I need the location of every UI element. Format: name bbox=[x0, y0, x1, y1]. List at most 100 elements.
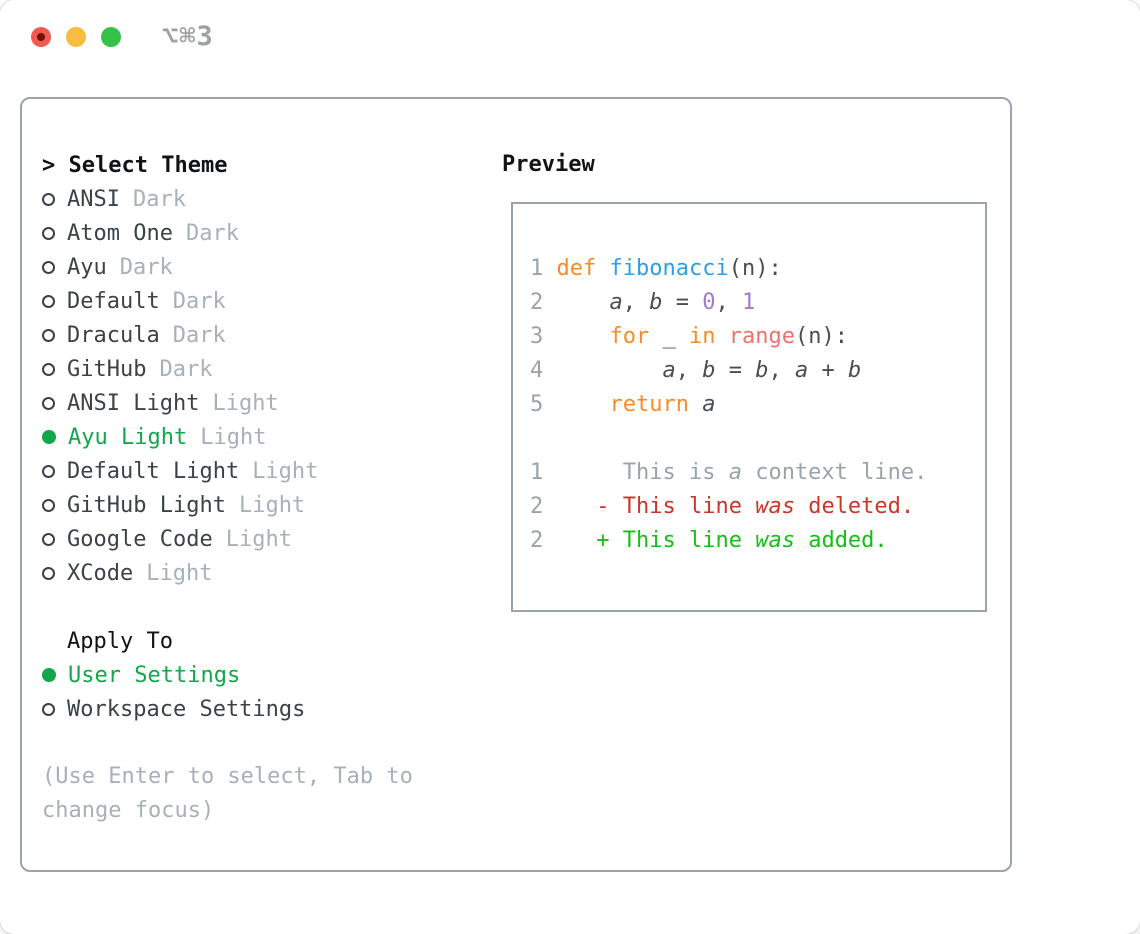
code-token-plain: , bbox=[622, 290, 650, 315]
code-token-variable: b bbox=[702, 358, 716, 383]
code-token-number: 0 bbox=[702, 290, 716, 315]
code-token-variable: b bbox=[755, 358, 769, 383]
radio-icon bbox=[42, 498, 55, 512]
apply-to-title: Apply To bbox=[67, 628, 173, 654]
code-token-function: fibonacci bbox=[609, 256, 729, 281]
code-token-plain: + bbox=[808, 358, 848, 383]
code-token-context: This is bbox=[622, 460, 729, 485]
code-line: 3 for _ in range(n): bbox=[530, 320, 985, 354]
code-token-plain: = bbox=[715, 358, 756, 383]
code-token-plain: = bbox=[662, 290, 703, 315]
radio-icon bbox=[42, 702, 55, 716]
theme-variant-badge: Dark bbox=[185, 220, 239, 246]
theme-option-ayu-light[interactable]: Ayu Light Light bbox=[42, 420, 474, 454]
code-token-variable: b bbox=[847, 358, 862, 383]
code-line-blank bbox=[530, 422, 985, 456]
code-token-plain: , bbox=[675, 358, 703, 383]
code-line: 1 This is a context line. bbox=[530, 456, 985, 490]
line-number: 1 bbox=[530, 460, 557, 485]
radio-icon bbox=[42, 396, 55, 410]
code-token-plain: (n): bbox=[794, 324, 848, 349]
theme-variant-badge: Light bbox=[200, 424, 267, 450]
radio-icon bbox=[42, 464, 55, 478]
spacer bbox=[42, 590, 474, 624]
theme-option-ansi[interactable]: ANSI Dark bbox=[42, 182, 474, 216]
theme-name: GitHub bbox=[67, 356, 147, 382]
theme-option-xcode[interactable]: XCode Light bbox=[42, 556, 474, 590]
theme-name: Ayu Light bbox=[68, 424, 188, 450]
radio-label: Workspace Settings bbox=[67, 696, 306, 722]
theme-variant-badge: Light bbox=[238, 492, 306, 518]
line-number: 3 bbox=[530, 324, 557, 349]
code-token-context: context line. bbox=[741, 460, 928, 485]
minimize-button[interactable] bbox=[66, 27, 86, 47]
theme-select-header: > Select Theme bbox=[42, 148, 474, 182]
theme-option-ansi-light[interactable]: ANSI Light Light bbox=[42, 386, 474, 420]
theme-option-github[interactable]: GitHub Dark bbox=[42, 352, 474, 386]
theme-name: ANSI bbox=[67, 186, 120, 212]
radio-icon bbox=[42, 192, 55, 206]
code-token-plain: , bbox=[715, 290, 742, 315]
theme-name: XCode bbox=[67, 560, 134, 586]
code-token-number: 1 bbox=[741, 290, 756, 315]
focus-caret-icon: > bbox=[42, 152, 56, 178]
line-number: 5 bbox=[530, 392, 557, 417]
theme-name: Ayu bbox=[67, 254, 107, 280]
code-token-variable: b bbox=[649, 290, 663, 315]
theme-select-title: Select Theme bbox=[68, 152, 228, 178]
code-line: 2 + This line was added. bbox=[530, 524, 985, 558]
theme-variant-badge: Light bbox=[146, 560, 213, 586]
theme-variant-badge: Light bbox=[252, 458, 319, 484]
radio-option-user-settings[interactable]: User Settings bbox=[42, 658, 474, 692]
code-token-keyword: in bbox=[688, 324, 729, 349]
theme-variant-badge: Dark bbox=[159, 356, 213, 382]
code-token-deleted: - This line bbox=[596, 494, 756, 519]
code-token-plain bbox=[557, 324, 610, 349]
preview-title: Preview bbox=[502, 152, 595, 177]
code-token-plain bbox=[557, 528, 597, 553]
code-line: 1 def fibonacci(n): bbox=[530, 252, 985, 286]
line-number: 2 bbox=[530, 290, 557, 315]
radio-icon bbox=[42, 226, 55, 240]
theme-variant-badge: Light bbox=[225, 526, 292, 552]
theme-variant-badge: Dark bbox=[172, 288, 226, 314]
zoom-button[interactable] bbox=[101, 27, 121, 47]
code-token-variable: a bbox=[702, 392, 716, 417]
code-token-plain bbox=[557, 392, 610, 417]
preview-pane: 1 def fibonacci(n): 2 a, b = 0, 1 3 for _ … bbox=[511, 202, 987, 612]
code-token-plain bbox=[557, 358, 663, 383]
theme-variant-badge: Dark bbox=[132, 186, 186, 212]
radio-option-workspace-settings[interactable]: Workspace Settings bbox=[42, 692, 474, 726]
help-text: (Use Enter to select, Tab to change focu… bbox=[42, 764, 413, 823]
code-token-keyword: return bbox=[609, 392, 703, 417]
code-token-added-italic: was bbox=[755, 528, 795, 553]
line-number: 4 bbox=[530, 358, 557, 383]
code-line: 5 return a bbox=[530, 388, 985, 422]
radio-icon bbox=[42, 328, 55, 342]
code-token-variable: a bbox=[609, 290, 623, 315]
close-dot-icon bbox=[37, 33, 45, 41]
radio-icon bbox=[42, 260, 55, 274]
radio-icon bbox=[42, 532, 55, 546]
code-token-plain: , bbox=[768, 358, 795, 383]
line-number: 2 bbox=[530, 494, 557, 519]
spacer bbox=[42, 726, 474, 760]
theme-variant-badge: Light bbox=[212, 390, 279, 416]
radio-label: User Settings bbox=[68, 662, 241, 688]
theme-variant-badge: Dark bbox=[172, 322, 226, 348]
theme-name: ANSI Light bbox=[67, 390, 200, 416]
theme-option-dracula[interactable]: Dracula Dark bbox=[42, 318, 474, 352]
close-button[interactable] bbox=[31, 27, 51, 47]
theme-name: Dracula bbox=[67, 322, 160, 348]
code-token-added: added. bbox=[794, 528, 888, 553]
code-token-keyword: for bbox=[609, 324, 663, 349]
